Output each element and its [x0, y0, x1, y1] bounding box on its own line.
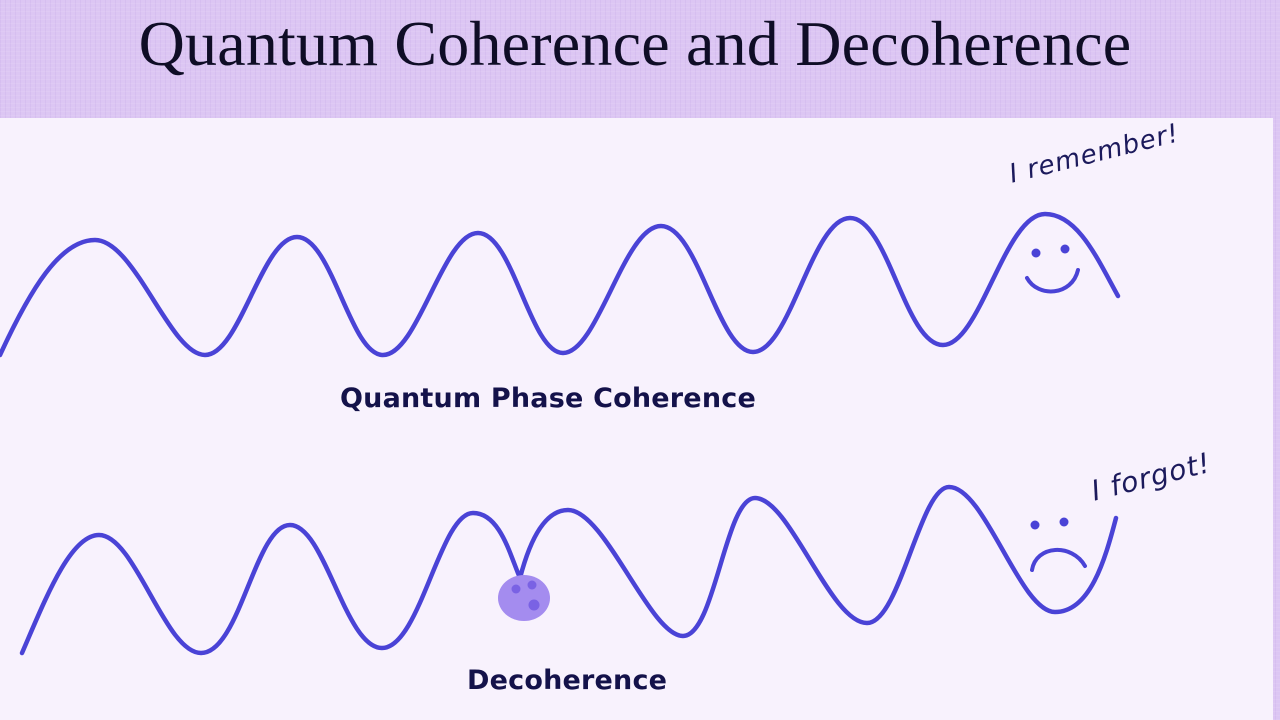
- page-title: Quantum Coherence and Decoherence: [138, 8, 1132, 79]
- decoherence-caption: Decoherence: [467, 665, 668, 696]
- smiley-face-icon: [1025, 244, 1080, 294]
- environment-particle-icon: [498, 575, 550, 621]
- coherence-caption: Quantum Phase Coherence: [340, 383, 756, 414]
- decoherent-wave: [19, 484, 1119, 656]
- title-banner: Quantum Coherence and Decoherence: [0, 0, 1280, 118]
- coherent-wave: [0, 211, 1121, 358]
- sad-face-icon: [1030, 517, 1087, 572]
